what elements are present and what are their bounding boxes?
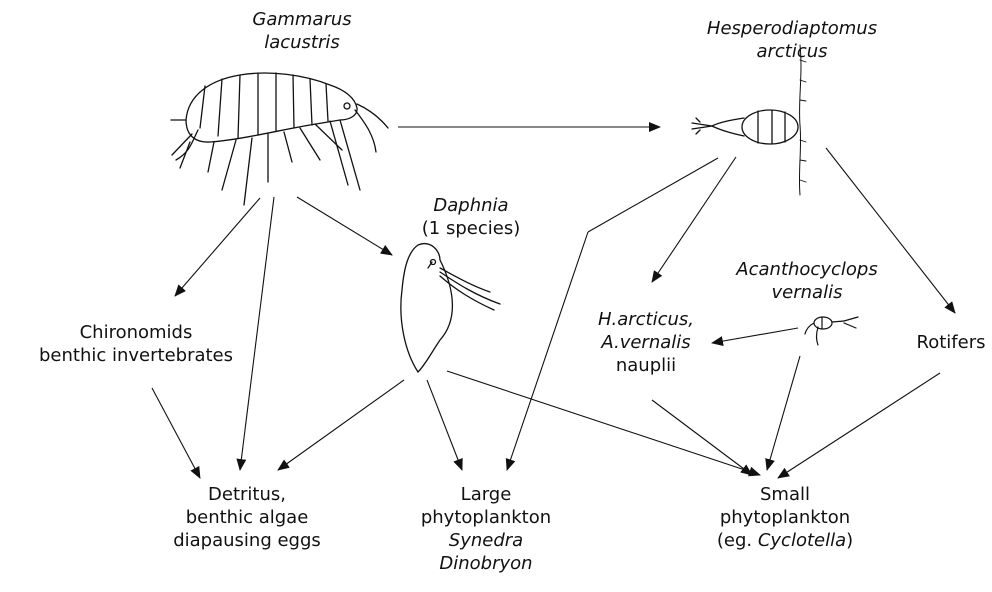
label-line: Rotifers [917, 331, 986, 354]
arrow-hesperodiaptomus-to-nauplii [652, 157, 736, 282]
arrow-rotifers-to-small-phyto [778, 373, 940, 478]
label-line: Daphnia [422, 194, 520, 217]
label-chironomids: Chironomids benthic invertebrates [39, 321, 233, 367]
arrow-chironomids-to-detritus [152, 388, 200, 478]
label-line: benthic algae [173, 506, 321, 529]
label-line: A.vernalis [598, 331, 694, 354]
label-daphnia: Daphnia (1 species) [422, 194, 520, 240]
label-line: Chironomids [39, 321, 233, 344]
arrow-hesperodiaptomus-to-large-phyto [588, 158, 718, 232]
cyclopoid-icon [805, 317, 858, 345]
label-line: (1 species) [422, 217, 520, 240]
label-small-phyto: Small phytoplankton (eg. Cyclotella) [717, 483, 853, 552]
label-line: (eg. Cyclotella) [717, 529, 853, 552]
amphipod-icon [171, 73, 388, 205]
arrow-gammarus-to-detritus [240, 197, 274, 470]
label-line: Hesperodiaptomus [707, 17, 877, 40]
label-line: Acanthocyclops [736, 258, 877, 281]
label-line: diapausing eggs [173, 529, 321, 552]
label-line: Synedra [421, 529, 551, 552]
label-line: phytoplankton [421, 506, 551, 529]
arrow-daphnia-to-large-phyto [427, 380, 462, 470]
label-line: H.arcticus, [598, 308, 694, 331]
label-acanthocyclops: Acanthocyclops vernalis [736, 258, 877, 304]
label-line: Detritus, [173, 483, 321, 506]
label-line: Gammarus [252, 8, 351, 31]
arrow-daphnia-to-detritus [278, 380, 404, 470]
arrow-daphnia-to-small-phyto [447, 371, 760, 475]
arrow-hesperodiaptomus-to-large-phyto-2 [507, 232, 588, 470]
daphnia-icon [401, 244, 500, 372]
arrow-gammarus-to-daphnia [297, 197, 392, 255]
label-line: Large [421, 483, 551, 506]
label-hesperodiaptomus: Hesperodiaptomus arcticus [707, 17, 877, 63]
label-rotifers: Rotifers [917, 331, 986, 354]
arrow-nauplii-to-small-phyto [652, 400, 752, 475]
label-gammarus: Gammarus lacustris [252, 8, 351, 54]
label-line: Dinobryon [421, 552, 551, 575]
label-line: nauplii [598, 354, 694, 377]
label-line: vernalis [736, 281, 877, 304]
label-detritus: Detritus, benthic algae diapausing eggs [173, 483, 321, 552]
label-nauplii: H.arcticus, A.vernalis nauplii [598, 308, 694, 377]
label-line: benthic invertebrates [39, 344, 233, 367]
arrow-acanthocyclops-to-small-phyto [767, 356, 800, 470]
arrow-acanthocyclops-to-nauplii [712, 328, 798, 343]
label-line: Small [717, 483, 853, 506]
arrow-gammarus-to-chironomids [175, 198, 260, 296]
label-line: phytoplankton [717, 506, 853, 529]
label-line: lacustris [252, 31, 351, 54]
label-large-phyto: Large phytoplankton Synedra Dinobryon [421, 483, 551, 575]
label-line: arcticus [707, 40, 877, 63]
copepod-icon [692, 45, 806, 195]
